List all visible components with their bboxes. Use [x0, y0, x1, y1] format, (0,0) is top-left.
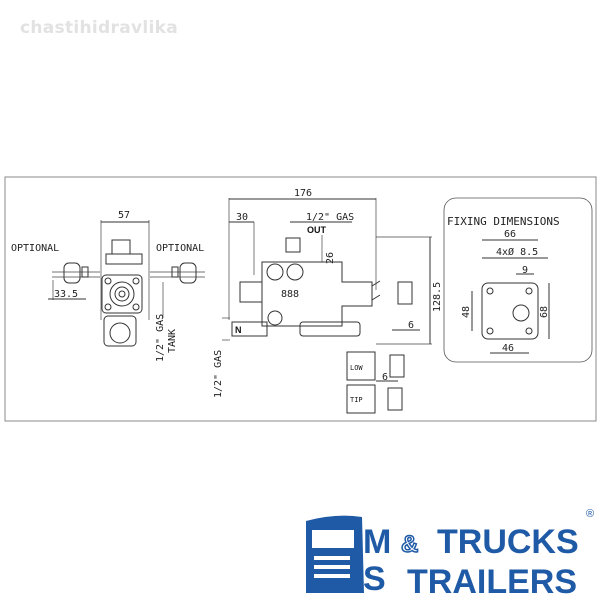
body-marking: 888 — [281, 289, 299, 300]
logo-letter-s: S — [363, 560, 386, 598]
dim-9: 9 — [522, 265, 528, 276]
holes-spec: 4xØ 8.5 — [496, 246, 538, 258]
logo-ampersand: & — [401, 531, 418, 558]
dim-46: 46 — [502, 343, 514, 354]
position-tip-label: TIP — [350, 396, 363, 404]
logo-word-trucks: TRUCKS — [437, 523, 579, 561]
dim-57: 57 — [118, 210, 130, 221]
logo-word-trailers: TRAILERS — [407, 563, 577, 600]
drawing-frame — [4, 176, 597, 422]
dim-26: 26 — [325, 252, 336, 264]
in-port-size: 1/2" GAS — [213, 350, 224, 398]
in-marker: N — [235, 325, 242, 335]
fixing-dimensions-panel: FIXING DIMENSIONS 66 4xØ 8.5 9 48 68 46 — [443, 197, 593, 363]
tank-port-size: 1/2" GAS — [155, 314, 166, 362]
out-port-label: OUT — [307, 225, 327, 235]
dim-33-5: 33.5 — [54, 289, 78, 300]
watermark: chastihidravlika — [20, 18, 178, 38]
dim-30: 30 — [236, 212, 248, 223]
lever-gap-1: 6 — [408, 320, 414, 331]
out-port-size: 1/2" GAS — [306, 212, 354, 223]
dim-66: 66 — [504, 229, 516, 240]
truck-cab-icon — [306, 515, 364, 593]
dim-48: 48 — [461, 306, 472, 318]
ms-trucks-trailers-logo: M S & TRUCKS TRAILERS ® — [306, 508, 594, 600]
position-low-label: LOW — [350, 364, 363, 372]
tank-port-label: TANK — [167, 329, 178, 353]
logo-letter-m: M — [363, 523, 391, 561]
optional-right-label: OPTIONAL — [156, 243, 204, 254]
dim-68: 68 — [539, 306, 550, 318]
logo-registered: ® — [586, 508, 594, 520]
dim-176: 176 — [294, 188, 312, 199]
front-view: 176 30 1/2" GAS OUT 26 888 N 1/2" GAS 12… — [213, 188, 443, 414]
dim-128-5: 128.5 — [432, 282, 443, 312]
fixing-title: FIXING DIMENSIONS — [447, 215, 560, 228]
side-view: 57 OPTIONAL OPTIONAL 33.5 1/2" GAS TANK — [11, 210, 205, 362]
optional-left-label: OPTIONAL — [11, 243, 59, 254]
lever-gap-2: 6 — [382, 372, 388, 383]
